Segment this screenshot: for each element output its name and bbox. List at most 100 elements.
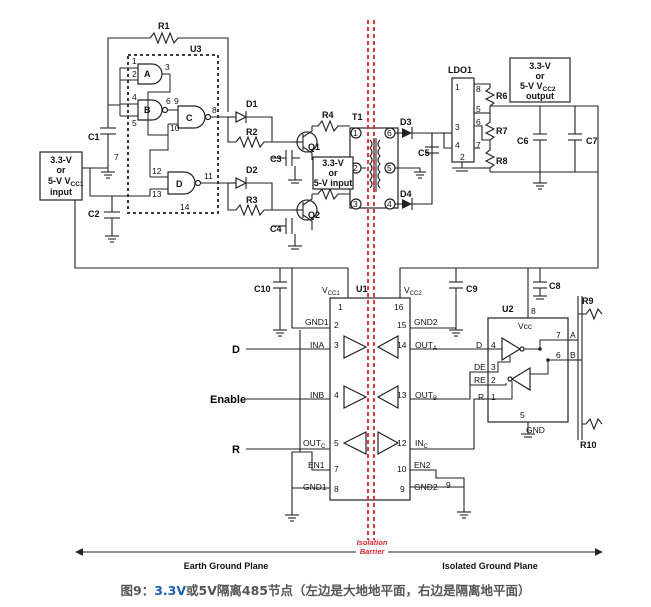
c9-label: C9 xyxy=(466,284,478,294)
vcc2-text: or xyxy=(536,71,545,81)
u1-pin-name: EN2 xyxy=(414,460,431,470)
u2-pin-name: B xyxy=(570,350,576,360)
caption-highlight: 3.3V xyxy=(154,583,187,598)
u1-pin-name: OUTB xyxy=(415,390,437,402)
vcc1-input-box xyxy=(39,151,83,201)
ldo-pin: 3 xyxy=(455,122,460,132)
u1-pin-num: 16 xyxy=(394,302,404,312)
u1-buffer xyxy=(343,385,368,409)
barrier-label: Barrier xyxy=(360,547,386,556)
u1-pin-num: 8 xyxy=(334,484,339,494)
u1-buffer xyxy=(342,431,367,455)
u2-receiver xyxy=(510,366,531,392)
isolation-barrier: Isolation Barrier xyxy=(357,20,388,556)
d2-label: D2 xyxy=(246,165,258,175)
u2-pin-name: A xyxy=(570,330,576,340)
u3-pin: 14 xyxy=(180,202,190,212)
u2-transceiver-section: C9 C8 U2 Vcc 8 5 GND D 4 DE 3 RE 2 R 1 7… xyxy=(410,268,603,519)
u1-pin-num: 5 xyxy=(334,438,339,448)
gate-c-label: C xyxy=(186,113,193,123)
ldo-pin: 6 xyxy=(476,117,481,127)
gate-d xyxy=(167,171,196,195)
c6-label: C6 xyxy=(517,136,529,146)
d3-label: D3 xyxy=(400,117,412,127)
u1-buffer xyxy=(343,335,368,359)
gate-b xyxy=(137,99,163,121)
u3-pin: 13 xyxy=(152,189,162,199)
u1-pin-num: 3 xyxy=(334,340,339,350)
u1-buffer xyxy=(377,430,400,456)
t1-pin: 1 xyxy=(353,128,358,138)
u2-pin-name: R xyxy=(478,392,484,402)
r6-label: R6 xyxy=(496,91,508,101)
ldo-pin: 2 xyxy=(460,152,465,162)
u1-pin-name: OUTC xyxy=(303,438,326,450)
c10-label: C10 xyxy=(254,284,271,294)
signal-enable-label: Enable xyxy=(210,394,246,406)
u3-pin: 11 xyxy=(204,171,213,181)
u2-pin-num: 1 xyxy=(491,392,496,402)
d4-diode xyxy=(402,199,412,209)
barrier-label: Isolation xyxy=(357,538,388,547)
u1-pin-name: INB xyxy=(310,390,325,400)
r8-label: R8 xyxy=(496,156,508,166)
u1-pin-num: 4 xyxy=(334,390,339,400)
u1-pin-num: 10 xyxy=(397,464,407,474)
r10-label: R10 xyxy=(580,440,597,450)
u3-pin: 8 xyxy=(212,105,217,115)
u2-label: U2 xyxy=(502,304,514,314)
c3-label: C3 xyxy=(270,154,282,164)
mid-input-box xyxy=(312,156,354,190)
u1-pin-num: 2 xyxy=(334,320,339,330)
u1-pin-name: INA xyxy=(310,340,325,350)
u1-isolator: U1 VCC1 1 VCC2 16 GND1 2 INA 3 INB 4 OUT… xyxy=(303,268,451,501)
q1-label: Q1 xyxy=(308,142,320,152)
t1-pin: 5 xyxy=(387,163,392,173)
u1-pin-name: GND1 xyxy=(305,317,329,327)
vcc2-output-box xyxy=(509,57,571,103)
u2-pin-num: 8 xyxy=(531,306,536,316)
gate-c xyxy=(177,105,206,129)
ldo-pin: 8 xyxy=(476,84,481,94)
u2-gnd-label: GND xyxy=(526,425,545,435)
u1-pin-num: 13 xyxy=(397,390,407,400)
u2-pin-num: 3 xyxy=(491,362,496,372)
u1-pin-num: 9 xyxy=(446,480,451,490)
t1-label: T1 xyxy=(352,112,363,122)
d1-diode xyxy=(235,111,248,123)
ldo-pin: 5 xyxy=(476,104,481,114)
r2-label: R2 xyxy=(246,127,258,137)
vcc1-text: 3.3-V xyxy=(50,155,72,165)
mid-box-text: 5-V input xyxy=(314,178,353,188)
u1-pin-name: VCC2 xyxy=(404,285,422,297)
u3-pin: 10 xyxy=(170,123,180,133)
vcc1-text: or xyxy=(57,165,66,175)
t1-pin: 2 xyxy=(353,163,358,173)
signal-d-label: D xyxy=(232,344,240,356)
d4-label: D4 xyxy=(400,189,412,199)
u3-label: U3 xyxy=(190,44,202,54)
caption-prefix: 图9： xyxy=(120,583,155,598)
vcc1-text: 5-V VCC1 xyxy=(48,176,84,188)
d1-label: D1 xyxy=(246,99,258,109)
u1-pin-num: 12 xyxy=(397,438,407,448)
u1-pin-num: 14 xyxy=(397,340,407,350)
u3-pin: 12 xyxy=(152,166,162,176)
c4-label: C4 xyxy=(270,224,282,234)
gate-a xyxy=(137,63,163,85)
u2-pin-num: 5 xyxy=(520,410,525,420)
left-rails: C10 D Enable R xyxy=(210,268,330,522)
u3-pin: 6 xyxy=(166,96,171,106)
u2-pin-name: D xyxy=(476,340,482,350)
r1-label: R1 xyxy=(158,21,170,31)
u1-pin-name: GND1 xyxy=(303,482,327,492)
figure-caption: 图9：3.3V或5V隔离485节点（左边是大地地平面，右边是隔离地平面） xyxy=(0,580,651,599)
u1-label: U1 xyxy=(356,284,368,294)
r9-label: R9 xyxy=(582,296,594,306)
r4-label: R4 xyxy=(322,110,334,120)
u1-pin-name: GND2 xyxy=(414,317,438,327)
c7-label: C7 xyxy=(586,136,598,146)
gate-d-label: D xyxy=(176,179,183,189)
gate-a-label: A xyxy=(144,69,151,79)
